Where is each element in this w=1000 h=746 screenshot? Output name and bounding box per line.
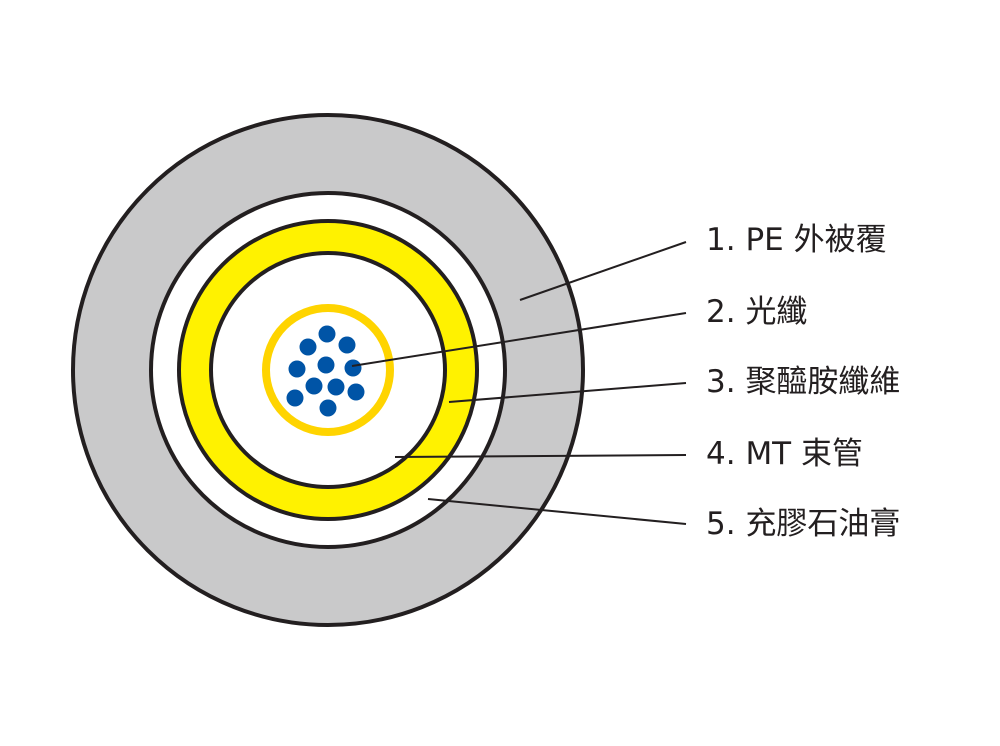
label-mt-loose-tube: 4. MT 束管 [706, 434, 863, 474]
label-text: MT 束管 [745, 436, 863, 472]
optical-fiber [338, 336, 356, 354]
label-text: PE 外被覆 [745, 222, 887, 258]
leader-line-4 [394, 454, 687, 458]
optical-fiber [286, 389, 304, 407]
optical-fibers [286, 325, 365, 417]
optical-fiber [305, 377, 323, 395]
label-number: 3. [706, 364, 736, 400]
optical-fiber [299, 338, 317, 356]
label-text: 聚醯胺纖維 [745, 364, 901, 400]
label-optical-fiber: 2. 光纖 [706, 292, 807, 332]
label-text: 光纖 [745, 294, 808, 330]
label-aramid-yarn: 3. 聚醯胺纖維 [706, 362, 900, 402]
optical-fiber [327, 378, 345, 396]
label-number: 2. [706, 294, 736, 330]
optical-fiber [317, 356, 335, 374]
leader-line-5 [427, 498, 687, 525]
optical-fiber [319, 399, 337, 417]
label-number: 1. [706, 222, 736, 258]
label-number: 5. [706, 506, 736, 542]
label-filling-gel: 5. 充膠石油膏 [706, 504, 900, 544]
label-text: 充膠石油膏 [745, 506, 901, 542]
optical-fiber [344, 359, 362, 377]
leader-line-1 [519, 241, 687, 301]
optical-fiber [347, 383, 365, 401]
optical-fiber [318, 325, 336, 343]
leader-line-2 [351, 312, 687, 367]
label-number: 4. [706, 436, 736, 472]
leader-line-3 [448, 382, 687, 403]
label-pe-outer-sheath: 1. PE 外被覆 [706, 220, 887, 260]
optical-fiber [288, 360, 306, 378]
